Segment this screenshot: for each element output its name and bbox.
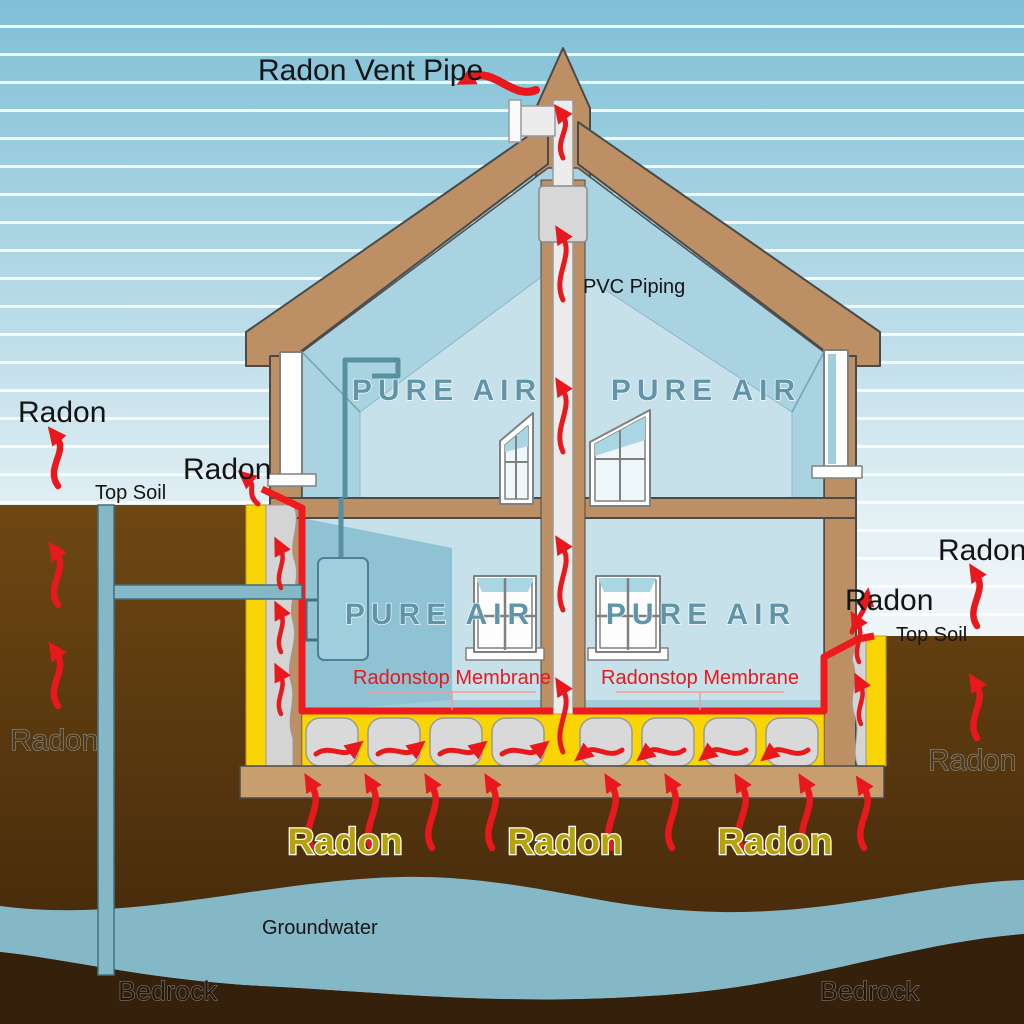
membrane-left-run bbox=[260, 485, 553, 715]
ground bbox=[0, 505, 1024, 1024]
label-bedrock-right: Bedrock bbox=[820, 976, 920, 1006]
water-supply bbox=[97, 504, 303, 976]
window-upper-left-wall bbox=[279, 351, 303, 477]
dome bbox=[491, 717, 545, 767]
label-top-soil-left: Top Soil bbox=[95, 482, 166, 504]
radon-arrow-icon bbox=[424, 773, 442, 852]
label-radon-bottom-2: Radon bbox=[507, 821, 622, 862]
radon-arrow-icon bbox=[456, 68, 540, 96]
label-pure-air-lower-left: PURE AIR bbox=[345, 598, 535, 631]
label-radonstop-membrane-right: Radonstop Membrane bbox=[601, 667, 799, 689]
label-radonstop-membrane-left: Radonstop Membrane bbox=[353, 667, 551, 689]
radon-arrow-icon bbox=[555, 377, 573, 455]
radon-arrow-icon bbox=[274, 600, 291, 655]
water-pipe-vertical bbox=[97, 504, 115, 976]
radon-arrow-icon bbox=[555, 677, 573, 755]
radon-arrow-icon bbox=[274, 662, 291, 717]
radon-arrow-icon bbox=[48, 641, 67, 710]
radon-arrow-icon bbox=[574, 742, 625, 762]
window-upper-right-glass bbox=[828, 354, 836, 464]
label-radon-sky-left: Radon bbox=[18, 396, 106, 429]
vent-chase-right-stud bbox=[572, 179, 586, 714]
label-top-soil-right: Top Soil bbox=[896, 624, 967, 646]
label-groundwater: Groundwater bbox=[262, 917, 378, 939]
label-radon-mid-left: Radon bbox=[183, 453, 271, 486]
radon-arrow-icon bbox=[274, 536, 291, 591]
radon-arrow-icon bbox=[48, 541, 67, 609]
radon-arrow-icon bbox=[237, 470, 261, 507]
radonstop-membrane-lines bbox=[260, 485, 875, 715]
radon-arrow-icon bbox=[604, 773, 622, 852]
water-pipe-horizontal bbox=[113, 584, 303, 600]
label-radon-vent-pipe: Radon Vent Pipe bbox=[258, 54, 483, 87]
radon-arrow-icon bbox=[854, 672, 871, 727]
radon-arrow-icon bbox=[855, 775, 874, 852]
dome bbox=[579, 717, 633, 767]
label-pure-air-upper-right: PURE AIR bbox=[611, 374, 801, 407]
radon-arrow-icon bbox=[798, 773, 816, 852]
windows bbox=[267, 349, 863, 661]
dome bbox=[641, 717, 695, 767]
plumbing-vent-stack bbox=[342, 357, 401, 498]
label-pvc-piping: PVC Piping bbox=[583, 276, 685, 298]
label-radon-bottom-3: Radon bbox=[717, 821, 832, 862]
label-radon-wall-right: Radon bbox=[845, 584, 933, 617]
water-heater-pipes bbox=[304, 598, 318, 642]
radon-arrow-icon bbox=[484, 773, 502, 852]
ceiling-fold-left bbox=[301, 351, 361, 413]
radon-arrow-icon bbox=[304, 773, 322, 852]
window-sill-upper-right bbox=[811, 465, 863, 479]
radon-arrow-icon bbox=[555, 535, 573, 613]
pvc-pipe-elbow bbox=[518, 105, 556, 137]
dome bbox=[703, 717, 757, 767]
water-heater bbox=[317, 557, 369, 661]
insulation-right bbox=[865, 635, 887, 767]
labels: Radon Vent Pipe PVC Piping PURE AIR PURE… bbox=[10, 54, 1024, 1007]
radon-arrow-icon bbox=[664, 773, 682, 852]
radon-arrow-icon bbox=[734, 773, 752, 852]
radon-arrow-icon bbox=[636, 742, 687, 762]
label-pure-air-upper-left: PURE AIR bbox=[352, 374, 542, 407]
groundwater-layer bbox=[0, 876, 1024, 1000]
radon-arrow-icon bbox=[760, 742, 811, 762]
radon-arrow-icon bbox=[554, 103, 573, 161]
radon-arrow-icon bbox=[437, 740, 488, 760]
radon-arrow-icon bbox=[555, 225, 573, 303]
label-radon-bottom-1: Radon bbox=[287, 821, 402, 862]
radon-arrow-icon bbox=[364, 773, 382, 852]
label-pure-air-lower-right: PURE AIR bbox=[606, 598, 796, 631]
vent-fan-unit bbox=[538, 185, 588, 243]
window-sill-upper-left bbox=[267, 473, 317, 487]
ceiling-fold-right bbox=[791, 351, 825, 413]
radon-arrow-icon bbox=[375, 740, 426, 760]
dome bbox=[305, 717, 359, 767]
bedrock-layer bbox=[0, 934, 1024, 1024]
footing-slab bbox=[239, 765, 885, 799]
radon-arrow-icon bbox=[47, 426, 67, 490]
radon-arrow-icon bbox=[698, 742, 749, 762]
dome bbox=[765, 717, 819, 767]
radon-arrow-icon bbox=[969, 673, 987, 742]
insulation-left bbox=[245, 504, 267, 767]
label-radon-soil-right: Radon bbox=[928, 744, 1016, 777]
membrane-right-run bbox=[573, 632, 875, 715]
house bbox=[239, 47, 887, 799]
radon-arrow-icon bbox=[850, 611, 868, 665]
dome bbox=[367, 717, 421, 767]
label-radon-soil-left: Radon bbox=[10, 724, 98, 757]
radon-arrows bbox=[47, 68, 987, 852]
label-radon-sky-right: Radon bbox=[938, 534, 1024, 567]
radon-arrow-icon bbox=[969, 563, 987, 630]
pvc-pipe-outlet bbox=[508, 99, 522, 143]
dome bbox=[429, 717, 483, 767]
label-bedrock-left: Bedrock bbox=[118, 976, 218, 1006]
radon-arrow-icon bbox=[499, 740, 550, 760]
radon-arrow-icon bbox=[313, 740, 364, 760]
vent-chase-left-stud bbox=[540, 179, 554, 714]
